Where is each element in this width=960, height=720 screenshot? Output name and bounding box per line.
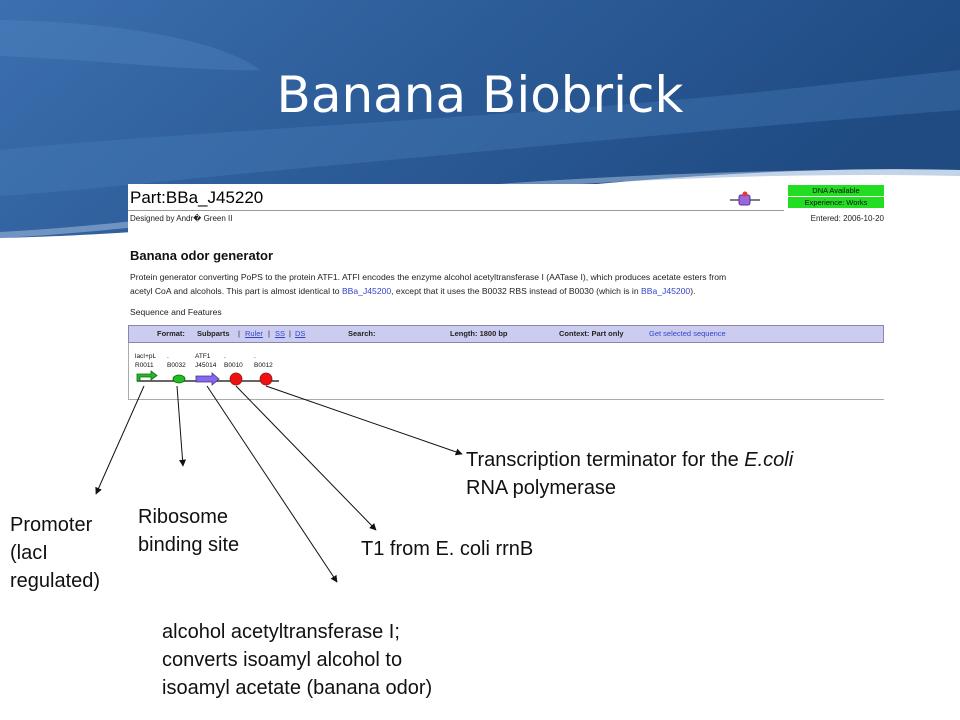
part-device-icon [730, 191, 760, 206]
terminator-annotation: Transcription terminator for the E.coli … [466, 446, 886, 502]
atf-arrow [206, 385, 338, 583]
atf-line-2: converts isoamyl alcohol to [162, 649, 403, 671]
promoter-line-1: Promoter [10, 514, 93, 536]
subpart-id: B0032 [167, 362, 186, 369]
terminator-arrow [265, 385, 463, 456]
subpart-id: B0012 [254, 362, 273, 369]
status-experience: Experience: Works [788, 197, 884, 209]
t1-annotation: T1 from E. coli rrnB [361, 538, 534, 560]
separator: | [268, 329, 270, 338]
designed-by: Designed by Andr� Green II [130, 214, 233, 223]
promoter-arrow-icon [136, 370, 158, 382]
part-page-screenshot: Part:BBa_J45220 DNA Available Experience… [128, 184, 884, 400]
sequence-toolbar: Format: Subparts | Ruler | SS | DS Searc… [128, 325, 884, 343]
subpart-name: . [254, 353, 256, 360]
format-ss[interactable]: SS [275, 329, 286, 338]
sequence-features-label: Sequence and Features [130, 307, 222, 317]
status-dna-available: DNA Available [788, 185, 884, 197]
subpart-name: . [167, 353, 169, 360]
description-line-2: acetyl CoA and alcohols. This part is al… [130, 284, 870, 298]
sequence-length: Length: 1800 bp [450, 329, 508, 338]
promoter-arrow [95, 385, 145, 495]
link-bba-j45200-2[interactable]: BBa_J45200 [641, 286, 691, 296]
atf-annotation: alcohol acetyltransferase I; converts is… [162, 618, 432, 702]
part-title: Part:BBa_J45220 [130, 188, 264, 207]
entered-date: Entered: 2006-10-20 [810, 214, 884, 223]
promoter-line-3: regulated) [10, 570, 101, 592]
atf-line-1: alcohol acetyltransferase I; [162, 621, 400, 643]
part-subtitle: Banana odor generator [130, 248, 274, 263]
subpart-id: B0010 [224, 362, 243, 369]
title-divider [128, 210, 784, 211]
terminator-ecoli: E.coli [744, 449, 794, 471]
link-bba-j45200-1[interactable]: BBa_J45200 [341, 286, 392, 296]
search-label[interactable]: Search: [348, 329, 376, 338]
description-text-b: , except that it uses the B0032 RBS inst… [391, 286, 641, 296]
format-label: Format: [157, 329, 185, 338]
description-line-1: Protein generator converting PoPS to the… [130, 272, 727, 282]
subpart-name: lacI+pL [135, 353, 157, 360]
subpart-b0032[interactable]: . B0032 [167, 353, 186, 384]
rbs-oval-icon [172, 374, 186, 384]
promoter-annotation: Promoter (lacI regulated) [10, 511, 100, 595]
description-text-a: acetyl CoA and alcohols. This part is al… [130, 286, 342, 296]
rbs-arrow [176, 385, 187, 467]
subpart-b0012[interactable]: . B0012 [254, 353, 273, 386]
subpart-r0011[interactable]: lacI+pL R0011 [135, 353, 158, 382]
slide-title: Banana Biobrick [276, 66, 684, 124]
rbs-line-2: binding site [138, 534, 240, 556]
cds-arrow-icon [195, 372, 220, 386]
terminator-text-b: RNA polymerase [466, 477, 617, 499]
terminator-circle-icon [259, 372, 273, 386]
subpart-b0010[interactable]: . B0010 [224, 353, 243, 386]
separator: | [238, 329, 240, 338]
separator: | [289, 329, 291, 338]
get-selected-sequence-link[interactable]: Get selected sequence [649, 329, 726, 338]
subpart-name: . [224, 353, 226, 360]
format-ds[interactable]: DS [295, 329, 306, 338]
terminator-circle-icon [229, 372, 243, 386]
status-box: DNA Available Experience: Works [788, 185, 884, 209]
context-label: Context: Part only [559, 329, 624, 338]
t1-arrow [235, 385, 377, 531]
subpart-name: ATF1 [195, 353, 211, 360]
format-ruler[interactable]: Ruler [245, 329, 263, 338]
subpart-id: J45014 [195, 362, 217, 369]
promoter-line-2: (lacI [10, 542, 48, 564]
subpart-id: R0011 [135, 362, 154, 369]
terminator-text-a: Transcription terminator for the [466, 449, 745, 471]
slide-header-background [0, 0, 960, 238]
atf-line-3: isoamyl acetate (banana odor) [162, 677, 433, 699]
part-description: Protein generator converting PoPS to the… [130, 270, 870, 298]
format-subparts[interactable]: Subparts [197, 329, 230, 338]
rbs-annotation: Ribosome binding site [138, 503, 239, 559]
rbs-line-1: Ribosome [138, 506, 229, 528]
description-text-c: ). [690, 286, 696, 296]
